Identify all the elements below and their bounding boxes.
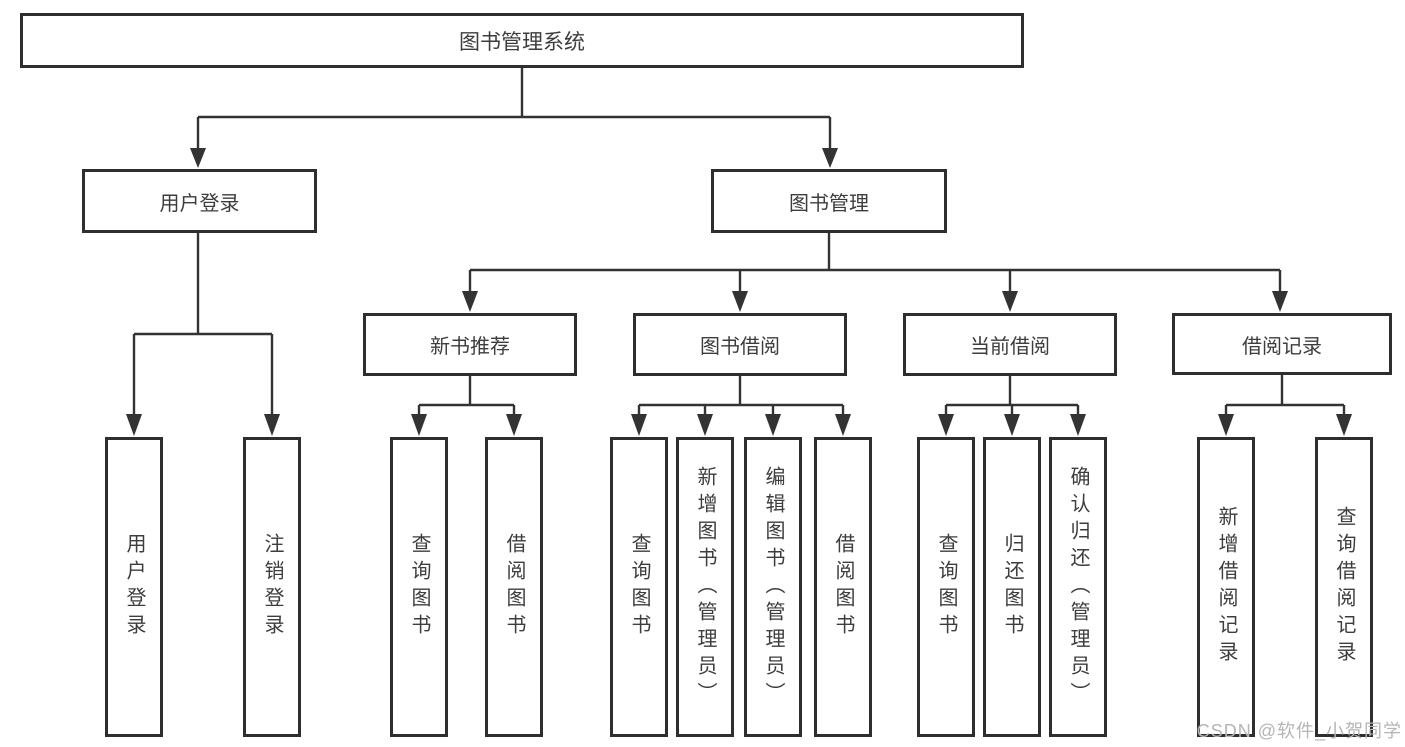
node-borrowing-records: 借阅记录 [1172, 313, 1392, 375]
leaf-label: 编辑图书（管理员） [762, 465, 784, 709]
leaf-label: 借阅图书 [503, 533, 525, 641]
leaf-label: 用户登录 [123, 533, 145, 641]
leaf-label: 查询图书 [408, 533, 430, 641]
leaf-add-borrow-record: 新增借阅记录 [1197, 437, 1255, 737]
leaf-label: 新增图书（管理员） [694, 465, 716, 709]
leaf-label: 借阅图书 [832, 533, 854, 641]
leaf-add-books-admin: 新增图书（管理员） [676, 437, 734, 737]
node-new-book-recommendation: 新书推荐 [363, 313, 577, 376]
leaf-label: 注销登录 [261, 533, 283, 641]
leaf-borrow-books: 借阅图书 [814, 437, 872, 737]
leaf-confirm-return-admin: 确认归还（管理员） [1049, 437, 1107, 737]
leaf-borrow-books-recommend: 借阅图书 [485, 437, 543, 737]
node-book-borrowing: 图书借阅 [633, 313, 847, 376]
connector-new-book-branch [411, 376, 522, 436]
leaf-label: 新增借阅记录 [1215, 506, 1237, 668]
node-label: 借阅记录 [1242, 335, 1322, 358]
connector-root-to-level2 [190, 68, 838, 168]
leaf-label: 确认归还（管理员） [1067, 465, 1089, 709]
node-book-management: 图书管理 [711, 169, 947, 233]
node-user-login: 用户登录 [82, 169, 317, 233]
node-label: 新书推荐 [430, 336, 510, 358]
connector-user-login-branch [126, 233, 280, 436]
connector-book-mgmt-branch [462, 233, 1288, 312]
leaf-logout: 注销登录 [243, 437, 301, 737]
node-label: 图书借阅 [700, 336, 780, 358]
leaf-return-books: 归还图书 [983, 437, 1041, 737]
node-label: 当前借阅 [970, 336, 1050, 358]
node-label: 图书管理系统 [459, 30, 585, 54]
connector-book-borrow-branch [631, 376, 851, 436]
leaf-user-login: 用户登录 [105, 437, 163, 737]
node-label: 图书管理 [789, 192, 869, 215]
node-current-borrowing: 当前借阅 [903, 313, 1117, 376]
leaf-label: 查询图书 [935, 533, 957, 641]
leaf-query-books-borrow: 查询图书 [610, 437, 668, 737]
leaf-label: 查询图书 [628, 533, 650, 641]
leaf-query-borrow-record: 查询借阅记录 [1315, 437, 1373, 737]
leaf-edit-books-admin: 编辑图书（管理员） [744, 437, 802, 737]
leaf-label: 查询借阅记录 [1333, 506, 1355, 668]
leaf-query-books-current: 查询图书 [917, 437, 975, 737]
node-label: 用户登录 [159, 192, 240, 215]
connector-current-borrow-branch [938, 376, 1086, 436]
leaf-label: 归还图书 [1001, 533, 1023, 641]
node-library-management-system: 图书管理系统 [20, 13, 1024, 68]
csdn-watermark: CSDN @软件_小贺同学 [1196, 721, 1402, 741]
connector-borrow-records-branch [1218, 375, 1352, 436]
leaf-query-books-recommend: 查询图书 [390, 437, 448, 737]
